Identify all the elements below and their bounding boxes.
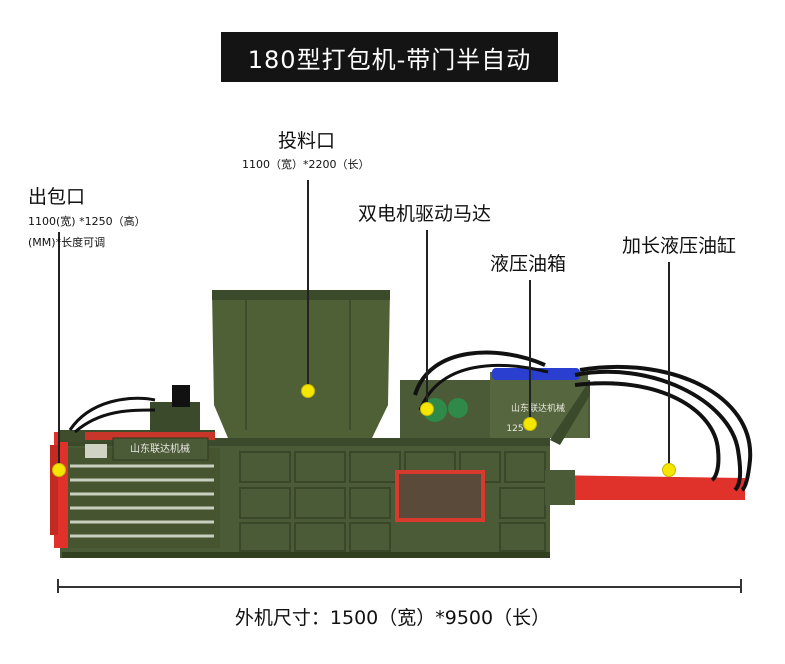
callout-line-tank	[529, 280, 531, 424]
callout-line-motor	[426, 230, 428, 408]
model-plate: 125	[506, 424, 523, 434]
marker-tank	[523, 417, 537, 431]
brand-plate-left: 山东联达机械	[130, 442, 190, 455]
label-outlet-spec2: (MM)*长度可调	[28, 236, 106, 249]
marker-outlet	[52, 463, 66, 477]
dimension-tick-right	[740, 579, 742, 593]
label-outlet-name: 出包口	[28, 186, 86, 208]
dimension-line	[57, 586, 741, 588]
brand-plate-right: 山东联达机械	[511, 402, 565, 414]
label-motor: 双电机驱动马达	[358, 203, 492, 225]
page-title: 180型打包机-带门半自动	[221, 32, 558, 82]
callout-line-outlet	[58, 232, 60, 470]
callout-line-cylinder	[668, 262, 670, 470]
dimensions-caption: 外机尺寸：1500（宽）*9500（长）	[234, 607, 551, 629]
label-cylinder: 加长液压油缸	[622, 235, 737, 257]
label-tank: 液压油箱	[490, 253, 567, 275]
dimension-tick-left	[57, 579, 59, 593]
label-feed-spec: 1100（宽）*2200（长）	[242, 158, 370, 171]
marker-motor	[420, 402, 434, 416]
label-feed-name: 投料口	[278, 130, 336, 152]
marker-feed	[301, 384, 315, 398]
callout-line-feed	[307, 180, 309, 390]
marker-cylinder	[662, 463, 676, 477]
label-outlet-spec1: 1100(宽) *1250（高）	[28, 215, 146, 228]
